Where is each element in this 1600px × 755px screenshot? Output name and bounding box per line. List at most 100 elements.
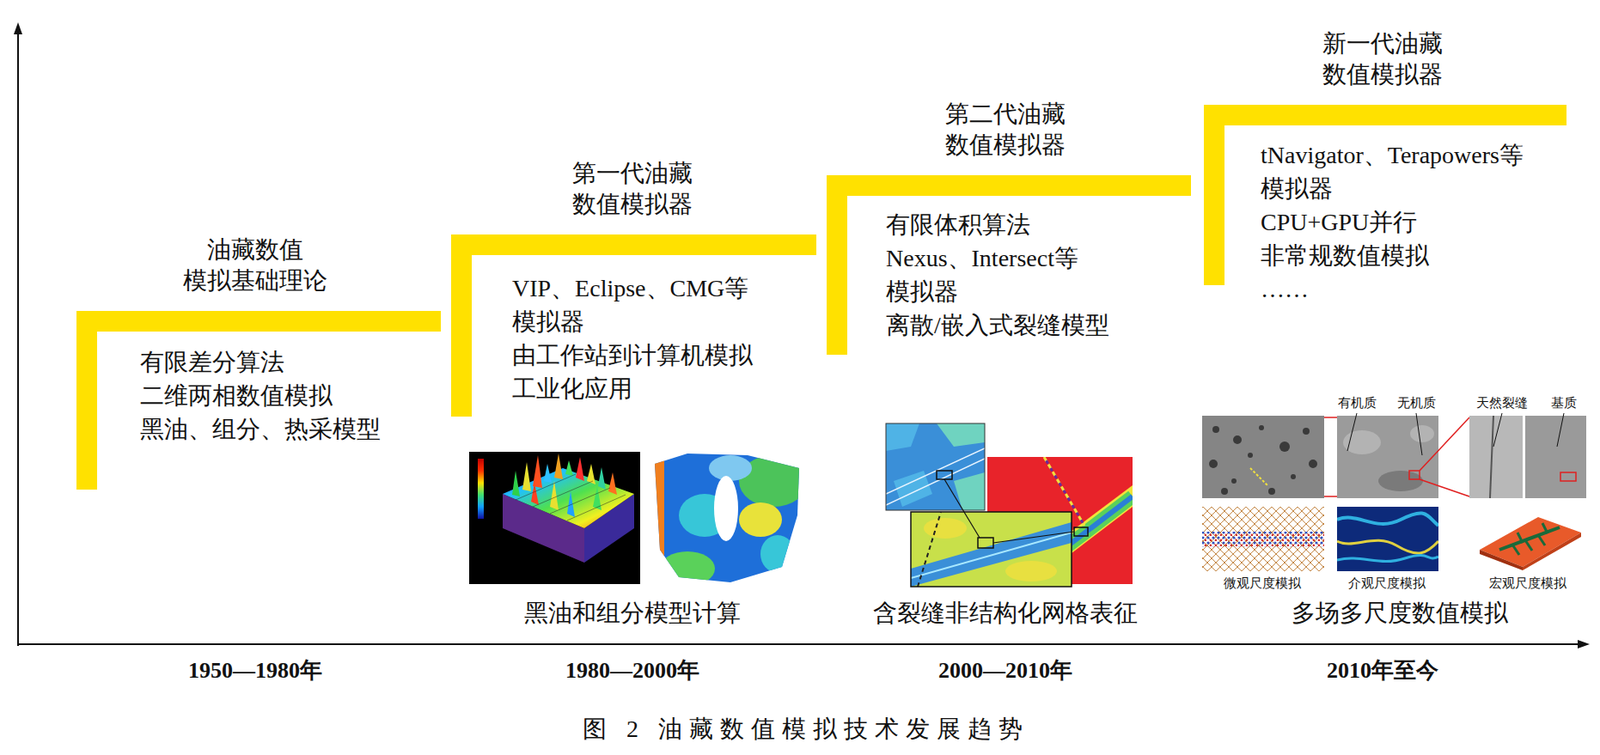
- contour-map-image: [708, 455, 752, 482]
- fracture-grid-image: [977, 537, 994, 549]
- stage-item: 二维两相数值模拟: [140, 378, 336, 413]
- multiscale-images: [1337, 415, 1439, 499]
- period-label: 1950—1980年: [188, 657, 323, 684]
- stage-step: 第二代油藏 数值模拟器有限体积算法Nexus、Intersect等 模拟器离散/…: [826, 89, 1191, 355]
- fracture-grid-image: [885, 423, 985, 511]
- multiscale-images: [1538, 535, 1546, 546]
- multiscale-images: [1469, 506, 1587, 572]
- multiscale-images: [1378, 470, 1423, 492]
- contour-map-image: [653, 451, 808, 587]
- stage-heading: 油藏数值 模拟基础理论: [182, 234, 330, 297]
- step-bar: [451, 234, 817, 417]
- fracture-grid-image: [936, 423, 985, 447]
- stage-heading: 第一代油藏 数值模拟器: [571, 158, 695, 220]
- contour-map-image: [714, 476, 739, 542]
- fracture-grid-image: [885, 423, 985, 511]
- multiscale-images: [1512, 544, 1520, 556]
- part-label: 基质: [1551, 395, 1577, 411]
- reservoir-3d-image: [608, 472, 617, 495]
- scale-label: 微观尺度模拟: [1223, 575, 1301, 592]
- stage-item: 有限体积算法: [885, 207, 1033, 242]
- reservoir-3d-image: [565, 460, 574, 477]
- stage-heading: 第二代油藏 数值模拟器: [944, 98, 1068, 161]
- multiscale-images: [1419, 479, 1470, 497]
- multiscale-images: [1212, 426, 1220, 434]
- fracture-grid-image: [953, 472, 985, 511]
- multiscale-images: [1337, 512, 1439, 526]
- multiscale-images: [1324, 416, 1338, 419]
- multiscale-images: [1419, 417, 1470, 471]
- fracture-grid-image: [1005, 561, 1057, 582]
- multiscale-images: [1337, 506, 1439, 572]
- multiscale-images: [1268, 488, 1276, 495]
- multiscale-images: [1202, 506, 1325, 572]
- multiscale-images: [1542, 523, 1548, 534]
- contour-map-image: [653, 451, 808, 587]
- contour-map-image: [760, 535, 795, 574]
- multiscale-images: [1337, 540, 1439, 554]
- stage-heading: 新一代油藏 数值模拟器: [1321, 28, 1445, 91]
- stage-item: 黑油、组分、热采模型: [140, 412, 384, 446]
- fracture-grid-image: [923, 518, 967, 539]
- multiscale-images: [1499, 527, 1560, 550]
- multiscale-images: [1250, 468, 1268, 486]
- fracture-grid-image: [885, 423, 1133, 587]
- multiscale-images: [1258, 425, 1265, 431]
- stage-item: 由工作站到计算机模拟 工业化应用: [512, 338, 756, 406]
- reservoir-3d-image: [549, 481, 559, 511]
- fracture-grid-image: [944, 479, 980, 538]
- part-label: 有机质: [1337, 395, 1377, 411]
- period-label: 2010年至今: [1326, 657, 1439, 684]
- fracture-grid-image: [885, 423, 920, 452]
- multiscale-images: [1202, 415, 1325, 499]
- multiscale-images: [1302, 427, 1310, 435]
- contour-map-image: [738, 502, 782, 538]
- fracture-grid-image: [917, 512, 941, 587]
- step-bar: [76, 311, 441, 490]
- part-label: 无机质: [1397, 395, 1436, 411]
- image-caption: 黑油和组分模型计算: [524, 598, 741, 629]
- multiscale-images: [1479, 549, 1523, 571]
- multiscale-images: [1490, 415, 1494, 499]
- reservoir-3d-image: [543, 464, 552, 483]
- reservoir-3d-image: [567, 494, 626, 521]
- multiscale-images: [1279, 441, 1290, 452]
- reservoir-3d-image: [567, 491, 575, 518]
- multiscale-images: [1324, 495, 1338, 498]
- fracture-grid-image: [885, 458, 985, 506]
- fracture-grid-image: [910, 512, 1072, 587]
- axes: [17, 32, 19, 647]
- axes: [13, 22, 1590, 649]
- multiscale-images: [1560, 472, 1576, 482]
- reservoir-3d-image: [522, 462, 532, 492]
- reservoir-3d-image: [549, 488, 611, 514]
- stage-item: 离散/嵌入式裂缝模型: [885, 308, 1112, 342]
- stage-item: tNavigator、Terapowers等 模拟器: [1260, 138, 1527, 206]
- multiscale-images: [1493, 413, 1503, 447]
- stage-item: Nexus、Intersect等 模拟器: [885, 241, 1081, 309]
- multiscale-images: [1209, 459, 1218, 469]
- reservoir-3d-image: [532, 481, 593, 507]
- multiscale-images: [1202, 531, 1325, 548]
- reservoir-3d-image: [515, 474, 576, 501]
- multiscale-images: [1416, 413, 1423, 456]
- reservoir-3d-image: [575, 457, 585, 482]
- multiscale-images: [1409, 470, 1420, 480]
- stage-item: CPU+GPU并行: [1260, 205, 1421, 239]
- scale-label: 介观尺度模拟: [1348, 575, 1426, 592]
- stage-item: 非常规数值模拟: [1260, 238, 1432, 273]
- reservoir-3d-image: [554, 453, 563, 480]
- scale-label: 宏观尺度模拟: [1489, 575, 1567, 592]
- multiscale-images: [1247, 452, 1253, 459]
- stage-item: ……: [1260, 272, 1312, 306]
- image-caption: 含裂缝非结构化网格表征: [873, 598, 1138, 629]
- multiscale-images: [1517, 532, 1523, 544]
- multiscale-images: [1337, 506, 1439, 572]
- multiscale-images: [1343, 430, 1381, 455]
- reservoir-3d-image: [469, 451, 641, 585]
- stage-step: 新一代油藏 数值模拟器 tNavigator、Terapowers等 模拟器CPU…: [1203, 18, 1567, 286]
- reservoir-3d-image: [531, 482, 539, 506]
- part-label: 天然裂缝: [1476, 395, 1528, 411]
- step-bar: [826, 175, 1191, 355]
- multiscale-images: [1231, 478, 1237, 484]
